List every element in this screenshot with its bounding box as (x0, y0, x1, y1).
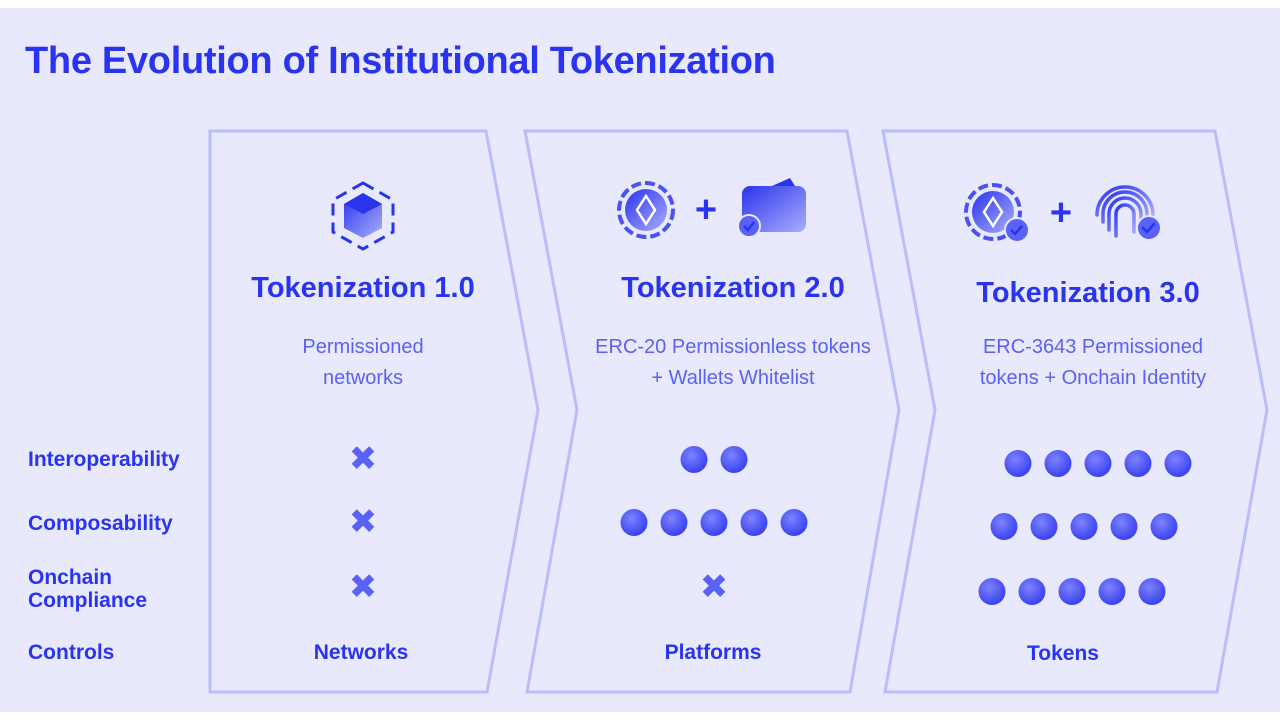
panel-2-title: Tokenization 2.0 (621, 272, 845, 304)
rating-dot (1004, 450, 1032, 477)
rating-interoperability (680, 446, 748, 473)
plus-icon: + (1050, 192, 1072, 234)
rating-dot (680, 446, 708, 473)
panel-2-outline (523, 129, 901, 694)
panel-3-controls: Tokens (1027, 642, 1099, 665)
rating-interoperability (1004, 450, 1192, 477)
rating-dot (1110, 513, 1138, 540)
row-label-onchain-compliance: Onchain Compliance (28, 566, 148, 612)
row-label-composability: Composability (28, 512, 173, 535)
rating-dot (1138, 578, 1166, 605)
rating-composability (990, 513, 1178, 540)
rating-dot (660, 509, 688, 536)
row-label-interoperability: Interoperability (28, 448, 180, 471)
rating-dot (1124, 450, 1152, 477)
rating-dot (1018, 578, 1046, 605)
cross-icon: ✖ (348, 440, 378, 478)
rating-dot (1164, 450, 1192, 477)
rating-dot (720, 446, 748, 473)
row-label-controls: Controls (28, 641, 115, 664)
rating-dot (1058, 578, 1086, 605)
panel-2-controls: Platforms (664, 641, 762, 664)
cross-icon: ✖ (348, 568, 378, 606)
rating-dot (1150, 513, 1178, 540)
rating-dot (1070, 513, 1098, 540)
wallet-check-icon (737, 178, 806, 238)
rating-dot (1098, 578, 1126, 605)
rating-dot (978, 578, 1006, 605)
panel-3-title: Tokenization 3.0 (976, 277, 1200, 309)
panel-3-outline (881, 129, 1269, 694)
rating-compliance (978, 578, 1166, 605)
rating-dot (740, 509, 768, 536)
rating-dot (620, 509, 648, 536)
rating-dot (990, 513, 1018, 540)
cross-icon: ✖ (699, 568, 729, 606)
token-coin-icon (617, 181, 675, 239)
cube-network-icon (331, 181, 395, 251)
verified-token-icon (964, 183, 1030, 243)
page-title: The Evolution of Institutional Tokenizat… (25, 40, 776, 82)
rating-dot (1030, 513, 1058, 540)
panel-1-title: Tokenization 1.0 (251, 272, 475, 304)
plus-icon: + (695, 189, 717, 231)
rating-dot (700, 509, 728, 536)
rating-composability (620, 509, 808, 536)
cross-icon: ✖ (348, 503, 378, 541)
rating-dot (1044, 450, 1072, 477)
panel-2-desc: ERC-20 Permissionless tokens+ Wallets Wh… (595, 336, 871, 389)
panel-1-outline (208, 129, 540, 694)
rating-dot (1084, 450, 1112, 477)
panel-1-controls: Networks (313, 641, 409, 664)
rating-dot (780, 509, 808, 536)
verified-fingerprint-icon (1095, 185, 1162, 242)
